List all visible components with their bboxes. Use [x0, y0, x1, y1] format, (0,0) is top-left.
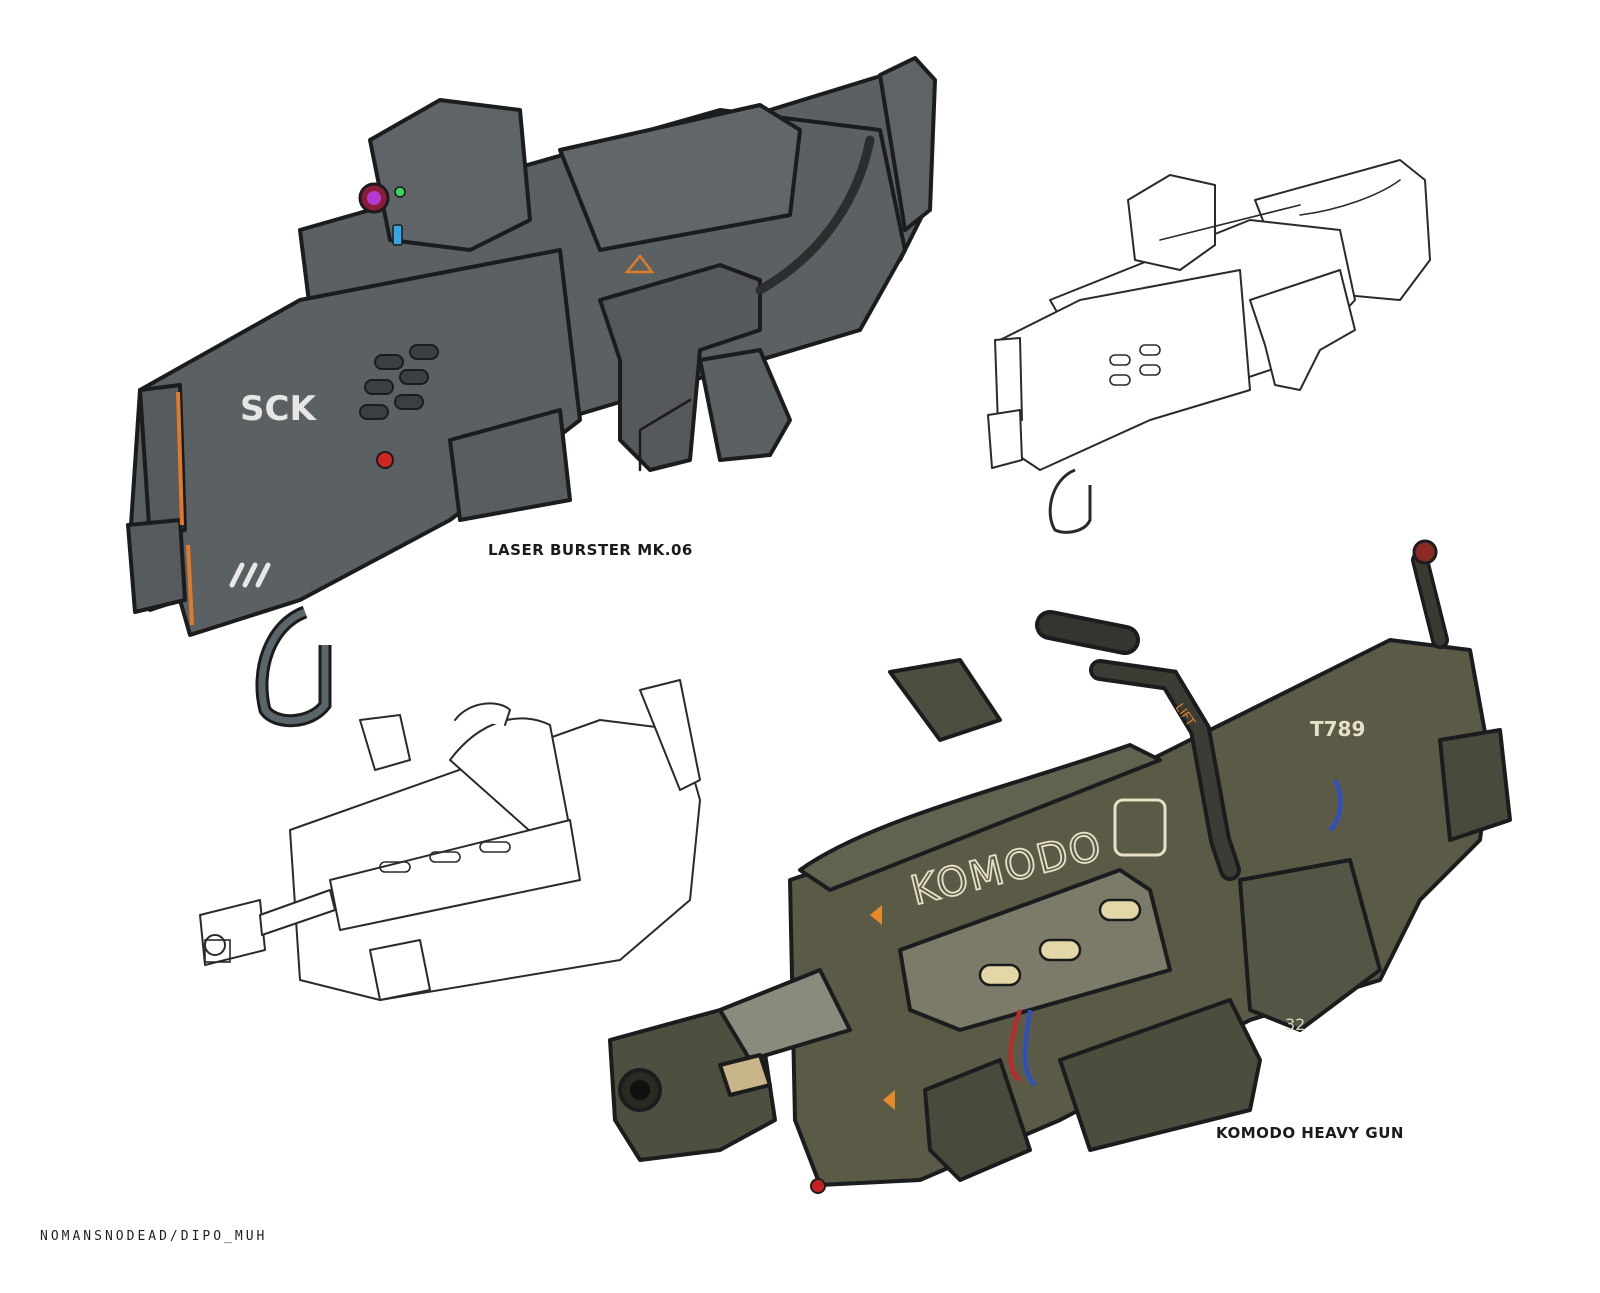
laser-burster-color-render: SCK: [126, 56, 937, 728]
komodo-serial-marking: T789: [1310, 717, 1365, 741]
laser-burster-body-marking: SCK: [240, 389, 317, 429]
komodo-number-marking: 32: [1285, 1015, 1305, 1034]
laser-burster-lineart: [987, 159, 1431, 534]
artist-credit: NOMANSNODEAD/DIPO_MUH: [40, 1229, 268, 1244]
komodo-heavy-gun-lineart: [199, 679, 701, 1001]
laser-burster-title: LASER BURSTER MK.06: [488, 541, 693, 559]
komodo-heavy-gun-color-render: KOMODO T789 LIFT 32: [608, 539, 1512, 1194]
komodo-heavy-gun-title: KOMODO HEAVY GUN: [1216, 1124, 1404, 1142]
